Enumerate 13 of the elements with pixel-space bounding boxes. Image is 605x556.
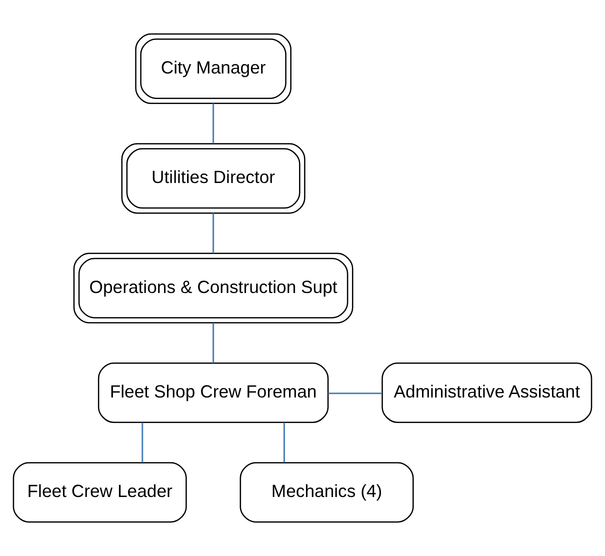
node-box: Utilities Director [121,143,306,214]
connector [283,422,285,462]
connector [328,392,382,394]
node-box: Operations & Construction Supt [73,252,354,324]
connector [212,103,214,144]
node-box: Mechanics (4) [240,462,414,523]
connector [212,213,214,254]
node-box: Fleet Shop Crew Foreman [98,362,329,423]
node-box: City Manager [135,33,292,104]
node-box: Fleet Crew Leader [12,462,187,523]
connector [142,422,144,462]
node-box: Administrative Assistant [382,362,592,423]
connector [212,322,214,363]
